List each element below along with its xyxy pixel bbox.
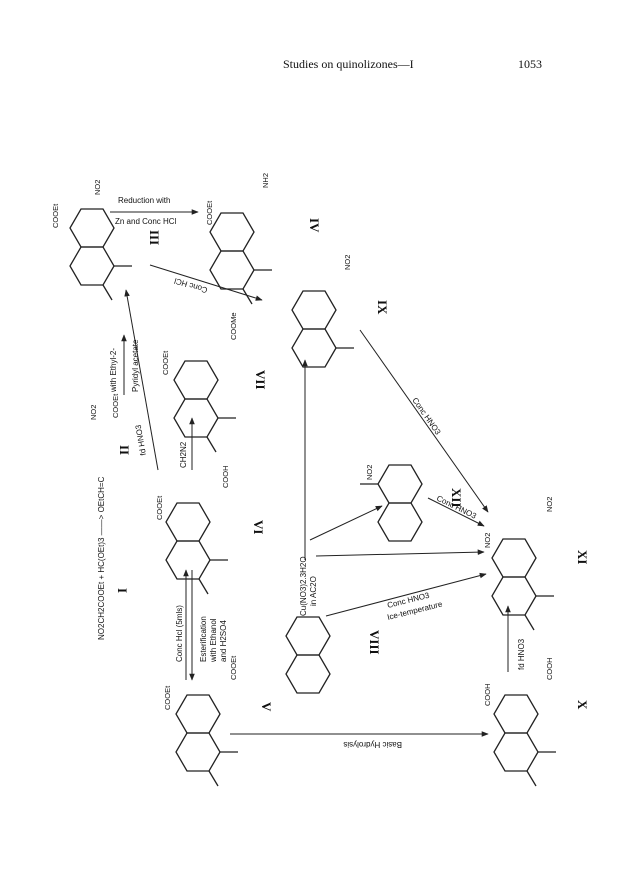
compound-V-structure <box>175 694 238 787</box>
arrow-IX-to-XI <box>359 329 489 513</box>
compound-VII-sub-1: COOEt <box>161 350 170 375</box>
label-conc-hcl: Conc HCl <box>173 276 209 295</box>
compound-XII-numeral: XII <box>449 488 464 508</box>
label-ethyl-1: with Ethyl-2- <box>109 348 118 393</box>
compound-IX-sub-1: NO2 <box>343 255 352 270</box>
compound-XI-sub-2: NO2 <box>545 497 554 512</box>
compound-IX-numeral: IX <box>375 300 390 315</box>
label-fd-hno3-x: fd HNO3 <box>517 638 526 670</box>
compound-II-sub-2: COOEt <box>111 393 120 418</box>
compound-VI-sub-2: COOH <box>221 466 230 489</box>
compound-V-sub-2: COOEt <box>229 655 238 680</box>
compound-XI-structure <box>491 538 554 631</box>
label-reduction-1: Reduction with <box>118 196 170 205</box>
compound-V-sub-1: COOEt <box>163 685 172 710</box>
compound-VI-sub-1: COOEt <box>155 495 164 520</box>
arrow-VI-to-III <box>124 289 159 471</box>
compound-IV-sub-2: NH2 <box>261 173 270 188</box>
label-basic-hydrolysis: Basic Hydrolysis <box>343 740 402 749</box>
compound-III-sub-1: COOEt <box>51 203 60 228</box>
compound-IV-numeral: IV <box>307 218 322 233</box>
page-header-title: Studies on quinolizones—I <box>283 57 414 71</box>
compound-VII-numeral: VII <box>253 370 268 390</box>
label-conc-hcl-5: Conc Hcl (5mls) <box>175 605 184 662</box>
compound-XII-sub-1: NO2 <box>365 465 374 480</box>
compound-V-numeral: V <box>259 702 274 712</box>
compound-III-structure <box>69 208 132 301</box>
compound-VI-numeral: VI <box>251 520 266 534</box>
arrow-VIII-to-XI-ice <box>325 572 487 617</box>
compound-VI-structure <box>165 502 228 595</box>
label-ch2n2: CH2N2 <box>179 441 188 468</box>
label-ethyl-2: Pyridyl acetate <box>131 339 140 392</box>
compound-X-sub-2: COOH <box>545 658 554 681</box>
compound-II-numeral: II <box>117 445 132 455</box>
arrow-III-to-IX <box>149 264 263 301</box>
compound-XI-sub-1: NO2 <box>483 533 492 548</box>
compound-II-sub-1: NO2 <box>89 405 98 420</box>
label-cu-1: Cu(NO3)2.3H2O <box>299 556 308 616</box>
compound-VIII-numeral: VIII <box>367 630 382 655</box>
compound-XI-numeral: XI <box>575 550 590 564</box>
compound-I-numeral: I <box>115 588 130 593</box>
compound-VIII-structure <box>285 616 331 694</box>
compound-IV-structure <box>209 212 272 305</box>
arrow-XII-to-XI <box>427 497 485 527</box>
label-esterif-2: with Ethanol <box>209 618 218 663</box>
compound-VII-structure <box>173 360 236 453</box>
arrow-VIII-to-XII <box>309 505 383 541</box>
compound-X-sub-1: COOH <box>483 684 492 707</box>
compound-IX-structure <box>291 290 354 368</box>
label-cu-2: in AC2O <box>309 576 318 606</box>
label-reduction-2: Zn and Conc HCl <box>115 217 177 226</box>
label-conc-hno3: Conc HNO3 <box>410 396 442 437</box>
compound-XII-structure <box>360 464 423 542</box>
compound-IV-sub-1: COOEt <box>205 200 214 225</box>
label-fum-hno3: fd HNO3 <box>134 423 148 456</box>
arrow-VIII-to-XI <box>315 549 485 557</box>
compound-X-structure <box>493 694 556 787</box>
label-esterif-1: Esterification <box>199 616 208 662</box>
page-number: 1053 <box>518 57 542 71</box>
compound-VII-sub-2: COOMe <box>229 312 238 340</box>
compound-III-sub-2: NO2 <box>93 180 102 195</box>
reactants-line: NO2CH2COOEt + HC(OEt)3 ——> OEtCH=C <box>97 476 106 640</box>
label-esterif-3: and H2SO4 <box>219 620 228 662</box>
compound-X-numeral: X <box>575 700 590 710</box>
compound-III-numeral: III <box>147 230 162 245</box>
